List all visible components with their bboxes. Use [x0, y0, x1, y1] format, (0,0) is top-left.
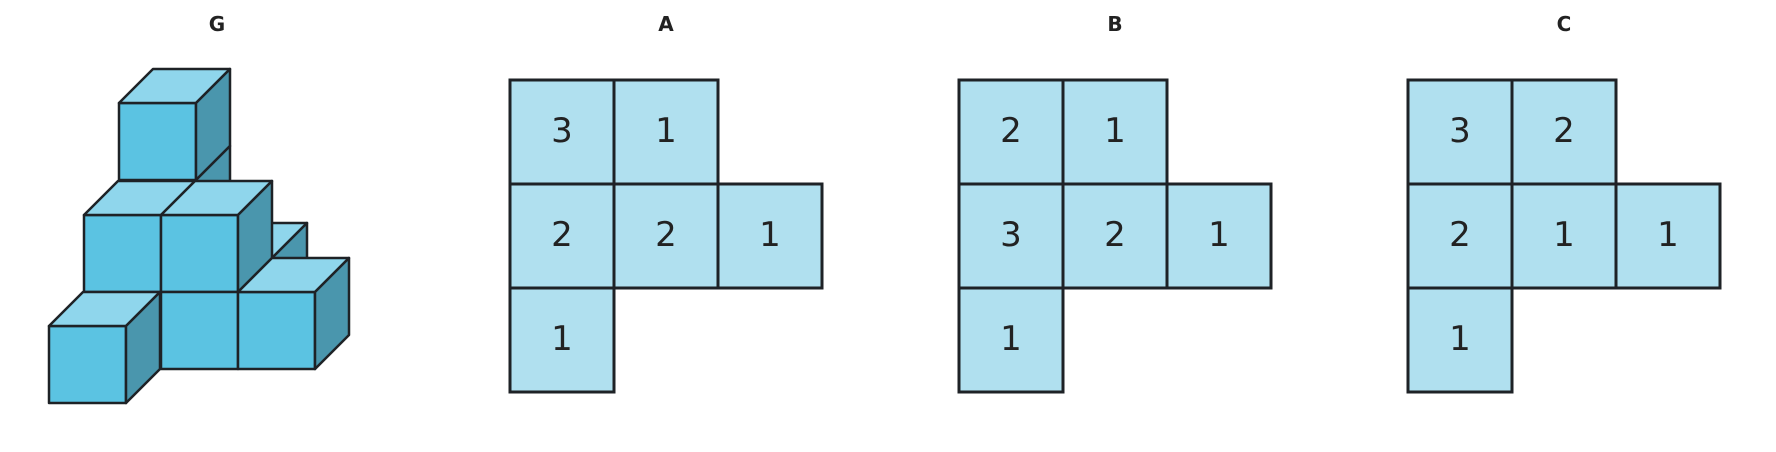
cell-number: 1 — [1553, 215, 1575, 255]
net-cell — [957, 78, 1065, 186]
cell-number: 2 — [1553, 111, 1575, 151]
net-c: 3 2 2 1 1 1 — [1406, 78, 1722, 394]
cell-number: 2 — [1449, 215, 1471, 255]
cell-number: 1 — [1104, 111, 1126, 151]
cell-number: 2 — [1104, 215, 1126, 255]
cell-number: 1 — [1208, 215, 1230, 255]
net-cell — [1614, 182, 1722, 290]
net-cell — [612, 78, 720, 186]
net-cell — [1510, 182, 1618, 290]
cell-number: 1 — [551, 319, 573, 359]
cell-number: 3 — [1449, 111, 1471, 151]
cube-stack-g — [47, 67, 351, 405]
cell-number: 1 — [1000, 319, 1022, 359]
cell-number: 1 — [759, 215, 781, 255]
cell-number: 3 — [551, 111, 573, 151]
net-b: 2 1 3 2 1 1 — [957, 78, 1273, 394]
net-a: 3 1 2 2 1 1 — [508, 78, 824, 394]
net-cell — [508, 286, 616, 394]
cell-number: 3 — [1000, 215, 1022, 255]
net-cell — [1510, 78, 1618, 186]
cube — [82, 179, 197, 294]
cell-number: 2 — [551, 215, 573, 255]
net-cell — [1061, 182, 1169, 290]
net-cell — [957, 286, 1065, 394]
panel-title-a: A — [658, 12, 674, 36]
net-cell — [612, 182, 720, 290]
net-cell — [1061, 78, 1169, 186]
cell-number: 1 — [1449, 319, 1471, 359]
cube — [236, 256, 351, 371]
cube — [159, 290, 240, 371]
cell-number: 2 — [1000, 111, 1022, 151]
panel-title-g: G — [208, 12, 226, 36]
cell-number: 1 — [655, 111, 677, 151]
net-cell — [1165, 182, 1273, 290]
cube — [159, 179, 274, 294]
cube — [47, 290, 162, 405]
cell-number: 2 — [655, 215, 677, 255]
cell-number: 1 — [1657, 215, 1679, 255]
cube — [117, 67, 232, 182]
net-cell — [716, 182, 824, 290]
net-cell — [1406, 286, 1514, 394]
panel-title-b: B — [1107, 12, 1123, 36]
panel-title-c: C — [1556, 12, 1572, 36]
